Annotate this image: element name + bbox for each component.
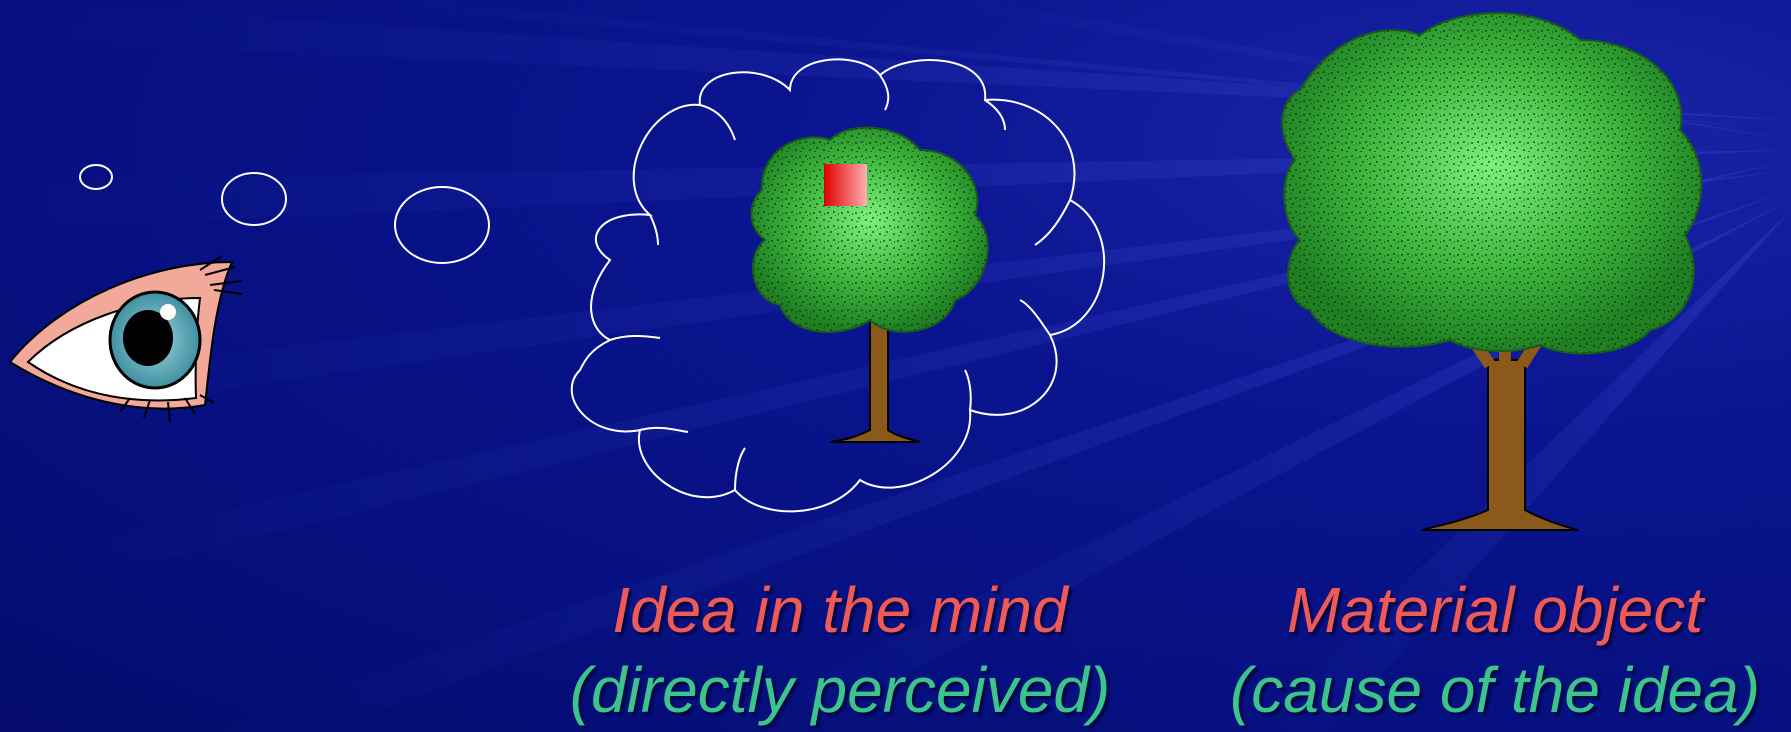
- eye-icon: [10, 256, 242, 422]
- caption-subtitle: (directly perceived): [540, 650, 1140, 730]
- tree-icon: [751, 128, 987, 442]
- caption-idea-in-mind: Idea in the mind (directly perceived): [540, 570, 1140, 730]
- red-square-icon: [824, 164, 867, 206]
- caption-subtitle: (cause of the idea): [1195, 650, 1791, 730]
- caption-title: Idea in the mind: [540, 570, 1140, 650]
- thought-bubble-icon: [80, 83, 650, 263]
- caption-title: Material object: [1195, 570, 1791, 650]
- caption-material-object: Material object (cause of the idea): [1195, 570, 1791, 730]
- tree-icon: [1282, 13, 1701, 530]
